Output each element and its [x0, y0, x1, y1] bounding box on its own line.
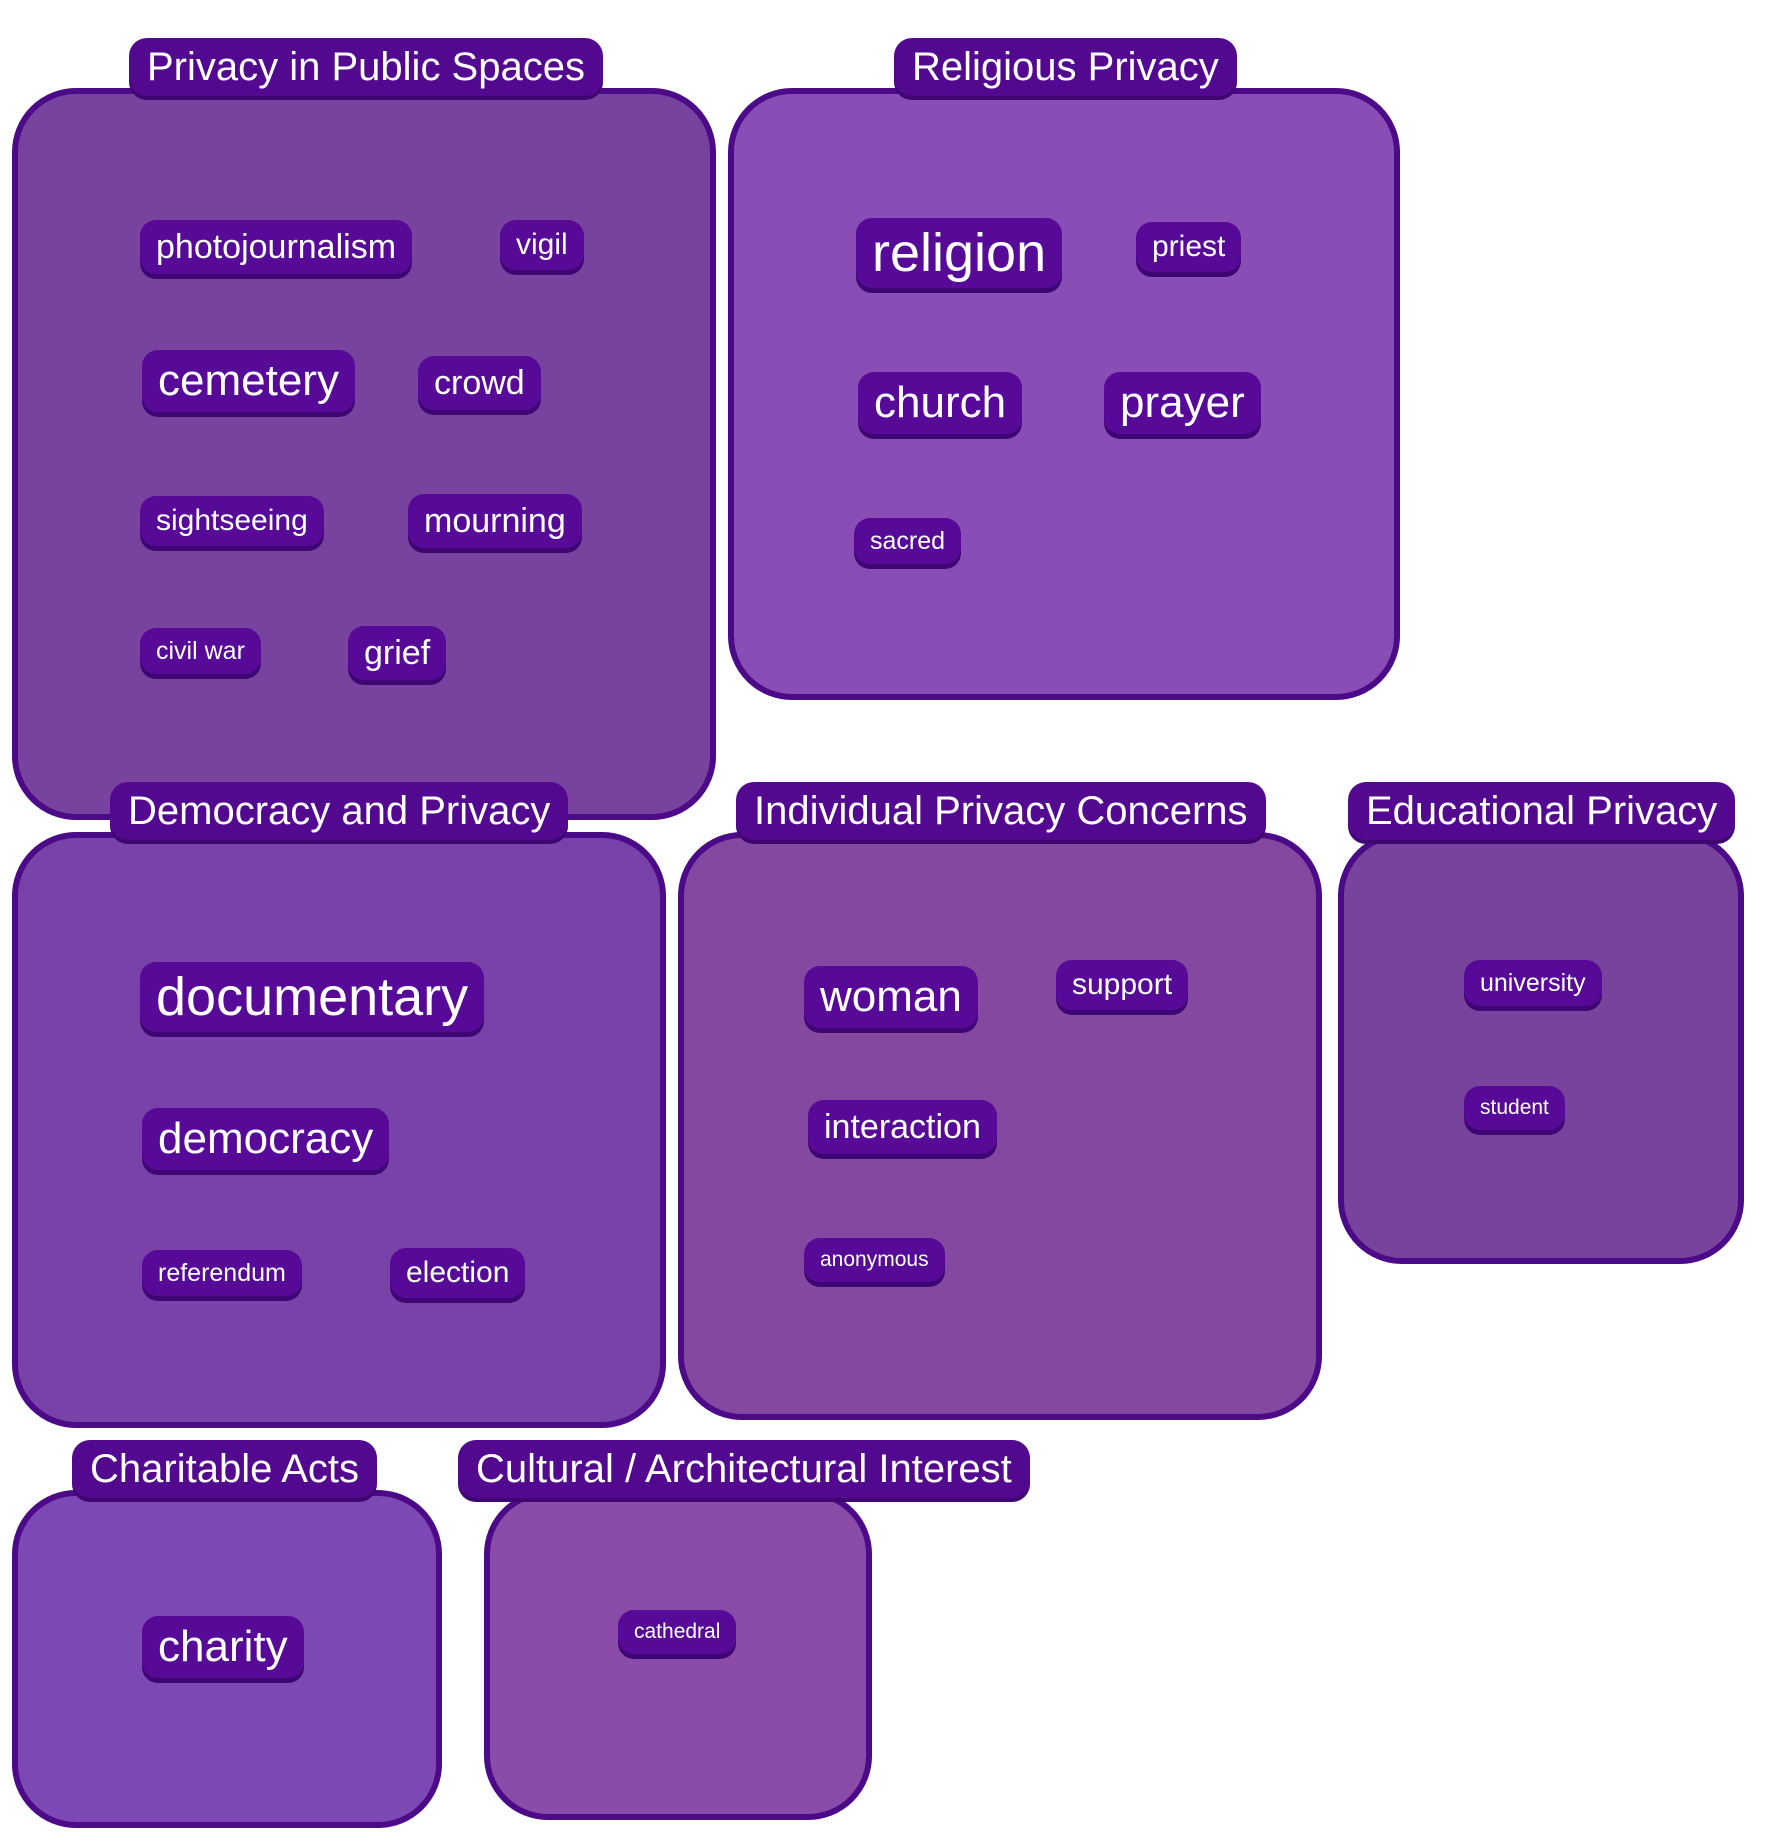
group-title: Religious Privacy — [894, 38, 1237, 96]
tag-student: student — [1464, 1086, 1565, 1130]
tag-cathedral: cathedral — [618, 1610, 737, 1654]
group-title: Individual Privacy Concerns — [736, 782, 1266, 840]
group-box — [484, 1490, 872, 1820]
group-box — [12, 88, 716, 820]
tag-religion: religion — [856, 218, 1063, 288]
tag-church: church — [858, 372, 1023, 434]
tag-election: election — [390, 1248, 526, 1298]
tag-woman: woman — [804, 966, 978, 1028]
group-title: Educational Privacy — [1348, 782, 1736, 840]
tag-sacred: sacred — [854, 518, 962, 564]
group-box — [1338, 832, 1744, 1264]
tag-interaction: interaction — [808, 1100, 997, 1154]
group-box — [728, 88, 1400, 700]
group-religious-privacy: Religious Privacy religion priest church… — [728, 38, 1400, 700]
group-title: Democracy and Privacy — [110, 782, 569, 840]
tag-charity: charity — [142, 1616, 304, 1678]
tag-photojournalism: photojournalism — [140, 220, 413, 274]
group-educational-privacy: Educational Privacy university student — [1338, 782, 1744, 1264]
tag-grief: grief — [348, 626, 447, 680]
group-title: Privacy in Public Spaces — [129, 38, 603, 96]
group-box — [678, 832, 1322, 1420]
group-cultural-architectural-interest: Cultural / Architectural Interest cathed… — [458, 1440, 1030, 1820]
tag-sightseeing: sightseeing — [140, 496, 324, 546]
tag-support: support — [1056, 960, 1189, 1010]
tag-university: university — [1464, 960, 1602, 1006]
tag-crowd: crowd — [418, 356, 541, 410]
tag-civil-war: civil war — [140, 628, 261, 674]
group-privacy-in-public-spaces: Privacy in Public Spaces photojournalism… — [12, 38, 716, 820]
group-title: Cultural / Architectural Interest — [458, 1440, 1030, 1498]
tag-prayer: prayer — [1104, 372, 1261, 434]
tag-documentary: documentary — [140, 962, 485, 1032]
group-democracy-and-privacy: Democracy and Privacy documentary democr… — [12, 782, 666, 1428]
tag-vigil: vigil — [500, 220, 584, 270]
tag-referendum: referendum — [142, 1250, 302, 1296]
group-individual-privacy-concerns: Individual Privacy Concerns woman suppor… — [678, 782, 1322, 1420]
tag-mourning: mourning — [408, 494, 582, 548]
group-charitable-acts: Charitable Acts charity — [12, 1440, 442, 1828]
tag-cemetery: cemetery — [142, 350, 355, 412]
tag-anonymous: anonymous — [804, 1238, 945, 1282]
tag-priest: priest — [1136, 222, 1242, 272]
tag-democracy: democracy — [142, 1108, 390, 1170]
group-title: Charitable Acts — [72, 1440, 378, 1498]
